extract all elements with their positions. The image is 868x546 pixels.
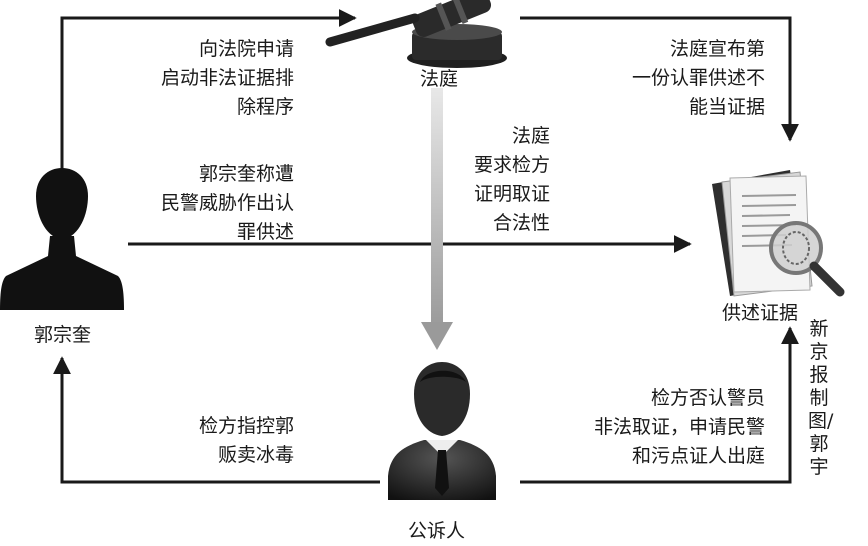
arrow-court-to-confession (520, 16, 799, 142)
edge-label-court-to-prosecutor: 法庭 要求检方 证明取证 合法性 (473, 125, 550, 234)
edge-label-guo-to-confession: 郭宗奎称遭 民警威胁作出认 罪供述 (160, 163, 294, 243)
confession-label: 供述证据 (722, 302, 799, 324)
confession-documents-icon (712, 170, 845, 297)
edge-label-prosecutor-to-guo: 检方指控郭 贩卖冰毒 (198, 415, 294, 466)
edge-label-court-to-confession: 法庭宣布第 一份认罪供述不 能当证据 (631, 38, 765, 118)
arrow-prosecutor-to-guo (53, 356, 380, 484)
edge-label-guo-to-court: 向法院申请 启动非法证据排 除程序 (160, 38, 294, 118)
person-silhouette-icon (0, 168, 124, 310)
image-credit: 新京报制图/郭宇 (808, 318, 834, 478)
arrow-guo-to-court (60, 9, 357, 182)
edge-label-prosecutor-to-confession: 检方否认警员 非法取证，申请民警 和污点证人出庭 (593, 387, 765, 467)
arrow-prosecutor-to-confession (520, 326, 799, 484)
prosecutor-label: 公诉人 (408, 520, 466, 542)
prosecutor-icon (388, 362, 496, 500)
arrow-court-to-prosecutor (421, 88, 453, 350)
gavel-icon (325, 0, 507, 68)
court-label: 法庭 (420, 68, 459, 90)
guo-label: 郭宗奎 (34, 324, 92, 346)
